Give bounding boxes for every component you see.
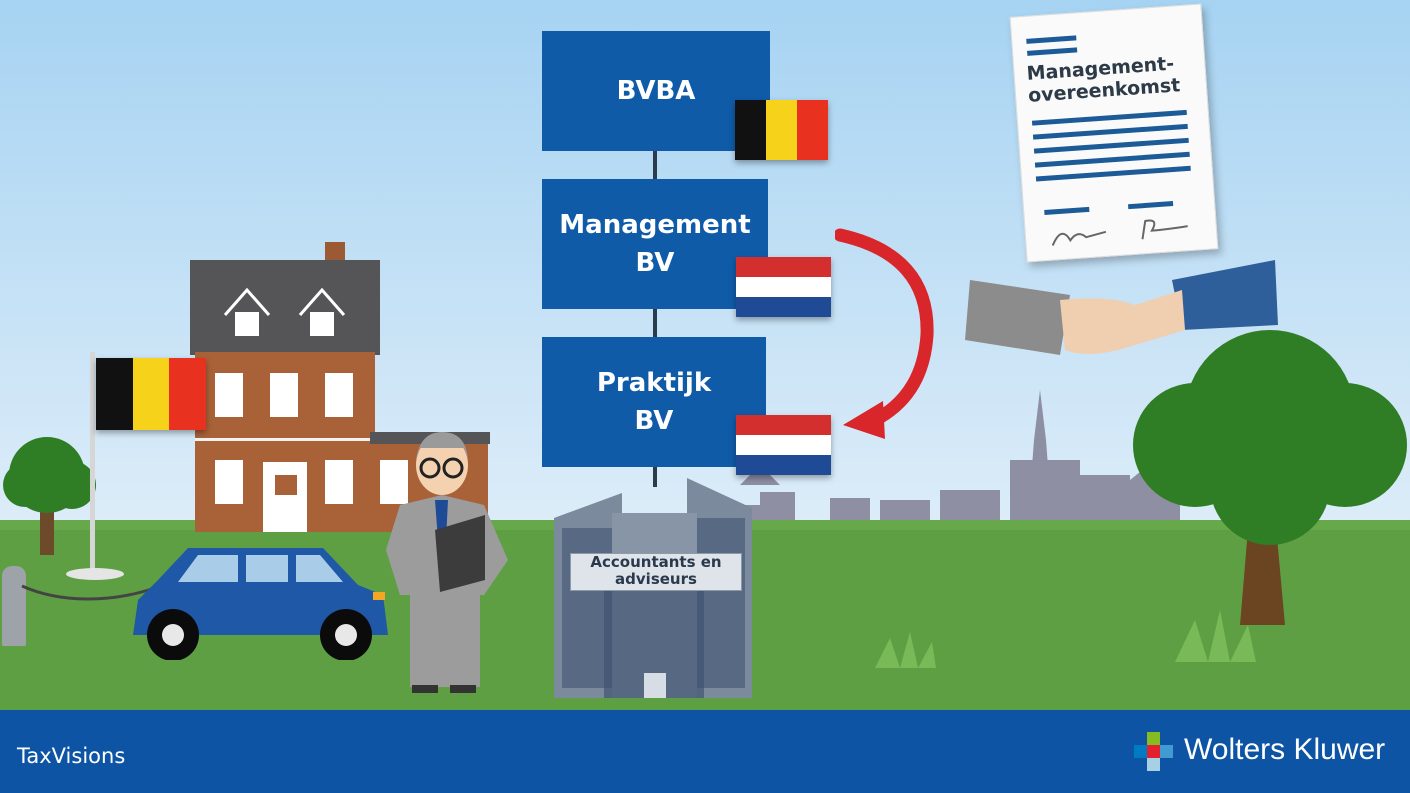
handshake bbox=[965, 260, 1278, 355]
entity-management-label-line2: BV bbox=[635, 248, 675, 278]
agreement-document: Management- overeenkomst bbox=[1009, 3, 1219, 263]
entity-bvba-box: BVBA bbox=[542, 31, 770, 151]
illustration-scene: Accountants en adviseurs Management- ove… bbox=[0, 0, 1410, 710]
charging-post bbox=[2, 566, 26, 646]
belgian-flag-bvba bbox=[735, 100, 828, 160]
building-sign-line2: adviseurs bbox=[615, 570, 697, 588]
connector-middle bbox=[653, 308, 657, 338]
dutch-flag-management bbox=[736, 257, 831, 317]
footer-bar bbox=[0, 710, 1410, 793]
wolters-kluwer-logo-text: Wolters Kluwer bbox=[1184, 733, 1386, 766]
entity-bvba-label: BVBA bbox=[616, 76, 696, 106]
entity-praktijk-label-line2: BV bbox=[634, 406, 674, 436]
flagpole bbox=[90, 352, 95, 574]
entity-praktijk-bv-box: Praktijk BV bbox=[542, 337, 766, 467]
signatures bbox=[1051, 219, 1188, 246]
connector-bottom bbox=[653, 467, 657, 487]
red-curved-arrow bbox=[835, 228, 934, 439]
building-sign: Accountants en adviseurs bbox=[570, 553, 742, 591]
flagpole-base bbox=[66, 568, 124, 580]
grass-tuft bbox=[1175, 610, 1256, 662]
wolters-kluwer-logo-icon bbox=[1134, 732, 1173, 771]
belgian-flag-house bbox=[96, 358, 207, 430]
entity-management-label-line1: Management bbox=[559, 210, 751, 240]
car bbox=[133, 548, 388, 660]
footer-brand: TaxVisions bbox=[17, 744, 126, 768]
entity-praktijk-label-line1: Praktijk bbox=[596, 368, 712, 398]
grass-tuft bbox=[875, 632, 936, 668]
small-tree bbox=[3, 437, 96, 555]
connector-top bbox=[653, 150, 657, 180]
document-title: Management- overeenkomst bbox=[1026, 52, 1181, 107]
skyline-silhouette bbox=[720, 390, 1180, 520]
entity-management-bv-box: Management BV bbox=[542, 179, 768, 309]
charging-cable bbox=[21, 584, 156, 601]
advisor-person bbox=[386, 432, 508, 693]
building-sign-line1: Accountants en bbox=[590, 553, 722, 571]
dutch-flag-praktijk bbox=[736, 415, 831, 475]
large-tree bbox=[1133, 330, 1407, 625]
